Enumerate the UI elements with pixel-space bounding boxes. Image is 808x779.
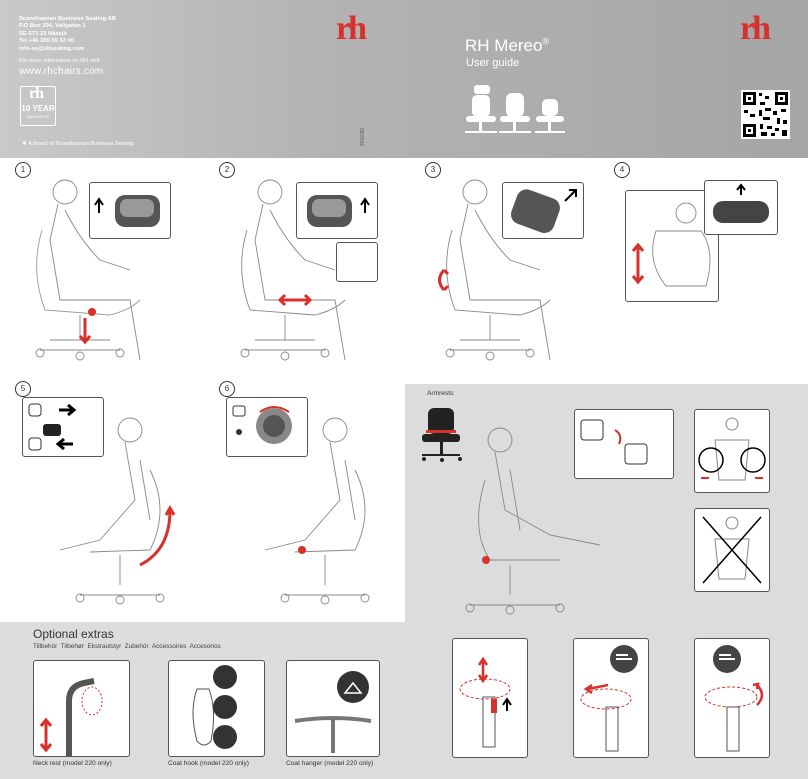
brand-text: A brand of Scandinavian Business Seating [28,141,134,147]
step5-illustration [59,417,176,605]
qr-code-icon[interactable] [741,90,790,139]
step3-detail-box [502,182,584,239]
language-label: Ekstrautstyr [87,643,122,650]
address-line: P.O Box 294, Vallgatan 1 [19,23,86,30]
product-subtitle: User guide [466,57,520,69]
guarantee-badge: rh 10 YEAR GUARANTEE [20,85,56,126]
step-number: 3 [425,162,441,178]
armrests-label: Armrests [427,390,454,397]
rh-logo-right: rh [740,10,771,47]
address-line: SE-571 23 Nässjö [19,30,68,37]
coat-hanger-caption: Coat hanger (model 220 only) [286,760,374,767]
armrest-depth-panel [573,638,649,758]
address-line: Scandinavian Business Seating AB [19,16,117,22]
rh-logo: rh [336,10,367,47]
step2-hand-detail [336,242,378,282]
more-info-text: For more information on RH visit: [19,58,102,64]
neck-rest-panel [33,660,130,757]
brand-line: ❦ A brand of Scandinavian Business Seati… [22,140,134,147]
optional-extras-title: Optional extras [33,627,114,641]
armrest-wrong-panel [694,508,770,592]
badge-logo: rh [29,85,44,102]
address-line: Tel +46 380-55 53 00 [19,38,75,45]
language-label: Tillbehör [33,643,58,650]
coat-hook-panel [168,660,265,757]
armrest-rotate-panel [694,638,770,758]
step1-illustration [35,179,141,361]
coat-hook-caption: Coat hook (model 220 only) [168,760,250,767]
product-name: RH Mereo [465,36,543,55]
address-line: info-se@sbseating.com [19,45,85,52]
date-code: 05/2016 [358,128,364,147]
step4-illustration-box [625,190,719,302]
leaf-icon: ❦ [22,141,28,147]
guarantee-years: 10 YEAR [21,104,55,113]
guarantee-label: GUARANTEE [26,115,50,119]
coat-hanger-panel [286,660,380,757]
language-label: Tilbehør [60,643,84,650]
armrest-lock-detail [574,409,674,479]
step2-detail-box [296,182,378,239]
registered-mark: ® [542,36,550,47]
step1-detail-box [89,182,171,239]
website-link[interactable]: www.rhchairs.com [19,66,104,77]
armrest-height-panel [452,638,528,758]
armrest-width-panel [694,409,770,493]
step6-illustration [264,417,370,605]
language-list: Tillbehör Tilbehør Ekstrautstyr Zubehör … [33,643,221,650]
product-title: RH Mereo® [465,36,549,56]
step-number: 1 [15,162,31,178]
step-number: 6 [219,381,235,397]
step-number: 5 [15,381,31,397]
chair-silhouettes-icon [465,85,565,133]
step2-illustration [240,179,346,361]
armrest-chair-icon [422,408,462,462]
neck-rest-caption: Neck rest (model 220 only) [33,760,112,767]
step-number: 2 [219,162,235,178]
step4-detail-box [704,180,778,235]
step-number: 4 [614,162,630,178]
header-banner [0,0,808,158]
step3-illustration [438,179,551,361]
language-label: Accesorios [189,643,221,650]
step6-detail-box [226,397,308,457]
language-label: Zubehör [124,643,149,650]
language-label: Accessoires [151,643,187,650]
armrest-main-illustration [465,427,601,615]
company-address: Scandinavian Business Seating AB P.O Box… [19,16,116,53]
step5-detail-box [22,397,104,457]
